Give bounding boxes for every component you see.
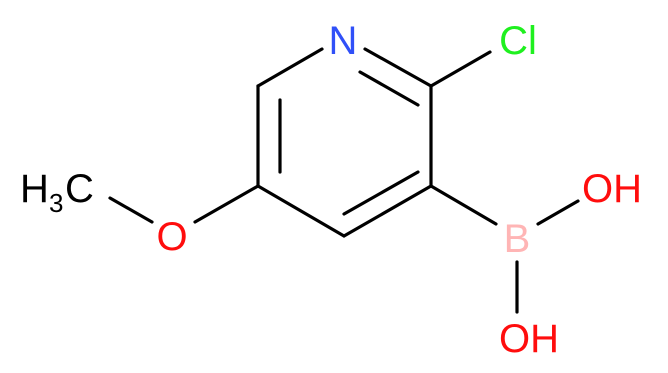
bond-c4-c5 [256, 184, 346, 238]
methyl-h: H [20, 167, 49, 211]
bond-o-ch3 [108, 196, 154, 224]
bond-c3-b [429, 184, 498, 226]
bond-c5-o [193, 184, 260, 224]
ring-bonds [256, 47, 433, 238]
atom-label-n: N [329, 19, 358, 63]
atom-label-o-methoxy: O [156, 215, 187, 259]
bond-b-oh-top [536, 199, 580, 226]
bond-n1-c2 [363, 47, 433, 88]
bond-c3-c4 [342, 184, 433, 238]
bond-c6-n1 [256, 47, 324, 88]
atom-label-cl: Cl [499, 19, 537, 63]
atom-label-oh-top: OH [582, 167, 642, 211]
substituent-bonds [108, 50, 580, 314]
methyl-subscript: 3 [49, 188, 63, 218]
atom-label-oh-bottom: OH [499, 317, 559, 361]
atom-label-b: B [504, 217, 531, 261]
atom-label-methyl: H 3 C [20, 167, 94, 218]
methyl-c: C [65, 167, 94, 211]
bond-n1-c2-inner [358, 70, 420, 107]
atom-labels: N Cl O B OH OH H 3 C [20, 19, 642, 361]
bond-c3-c4-inner [342, 170, 420, 216]
bond-c2-cl [429, 50, 492, 88]
